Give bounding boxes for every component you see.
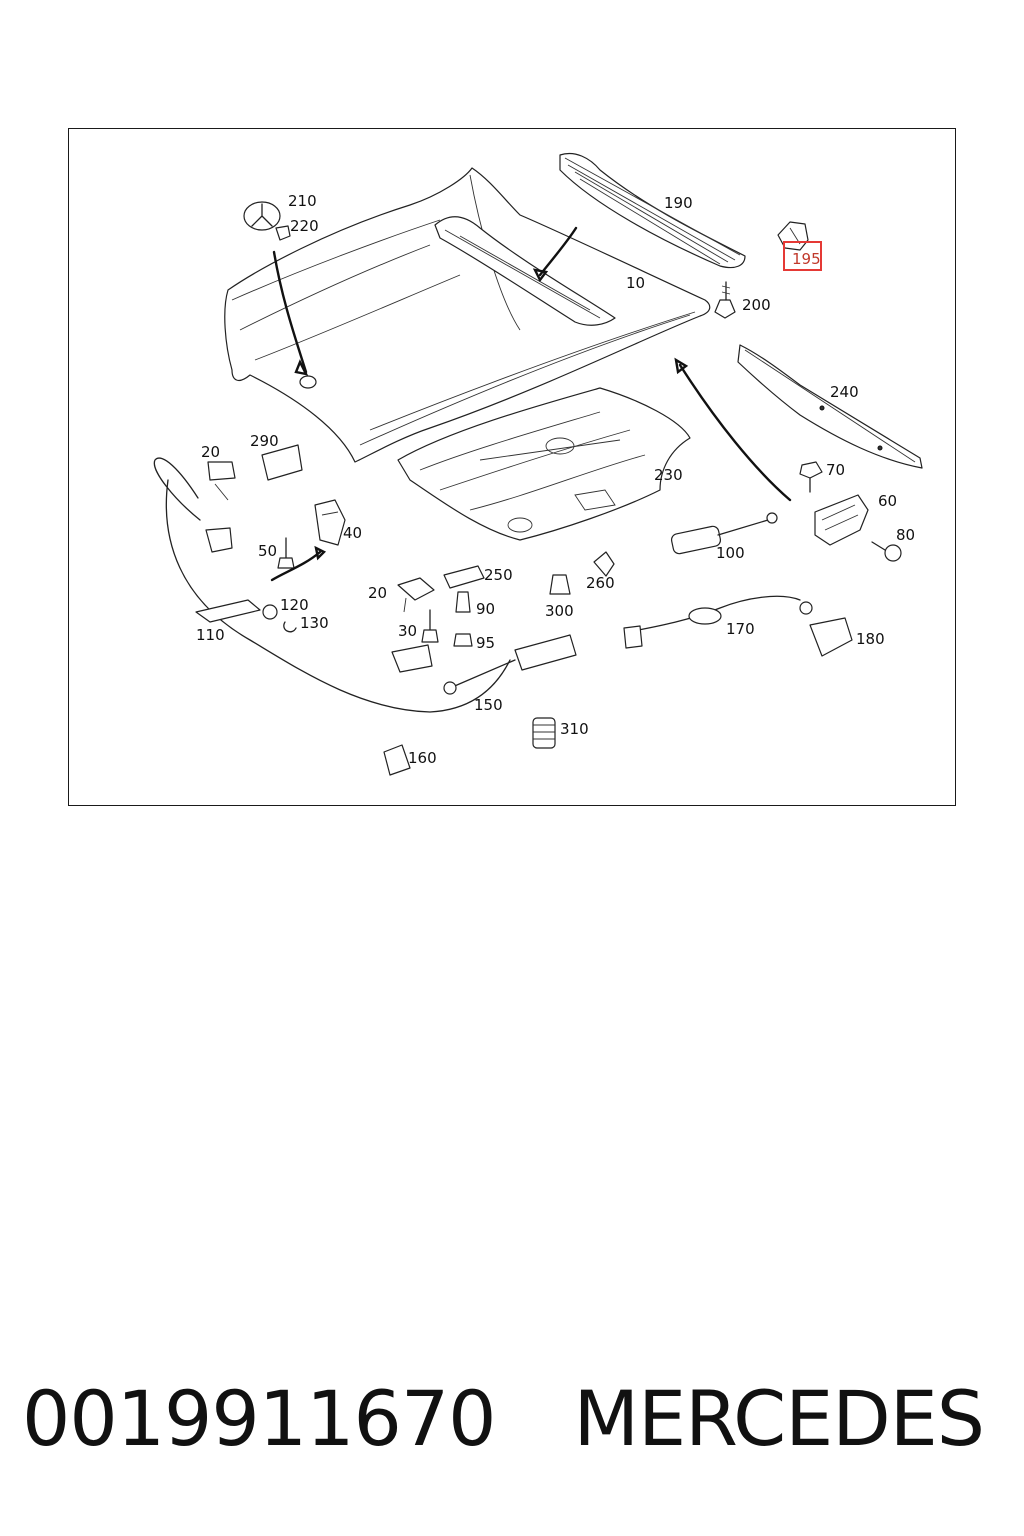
hood-hinge (814, 494, 869, 546)
latch-40 (314, 499, 346, 546)
callout-260: 260 (586, 574, 615, 592)
callout-290: 290 (250, 432, 279, 450)
callout-250: 250 (484, 566, 513, 584)
hood-panel (224, 167, 711, 463)
callout-20-upper: 20 (201, 443, 220, 461)
plate-250 (443, 565, 485, 589)
latch-lower-bracket (391, 644, 433, 673)
boot-310 (532, 717, 556, 749)
grommet-220 (275, 225, 291, 241)
callout-220: 220 (290, 217, 319, 235)
exploded-parts-diagram: 10 20 20 30 40 50 60 70 80 90 95 100 110… (153, 152, 923, 776)
callout-110: 110 (196, 626, 225, 644)
seal-strip (737, 344, 923, 469)
bolt-50 (277, 537, 295, 569)
air-intake-grille (559, 152, 746, 269)
callout-210: 210 (288, 192, 317, 210)
callout-150: 150 (474, 696, 503, 714)
callout-200: 200 (742, 296, 771, 314)
sensor-cable (623, 595, 813, 649)
clip-195 (777, 221, 809, 251)
callout-80: 80 (896, 526, 915, 544)
callout-60: 60 (878, 492, 897, 510)
callout-160: 160 (408, 749, 437, 767)
cable-handle (443, 634, 577, 695)
callout-130: 130 (300, 614, 329, 632)
callout-10: 10 (626, 274, 645, 292)
callout-95: 95 (476, 634, 495, 652)
part-number: 0019911670 (22, 1373, 497, 1463)
switch-180 (809, 617, 853, 657)
catch-20-upper (207, 461, 236, 501)
callout-195: 195 (792, 250, 821, 268)
bolt-30 (421, 609, 439, 643)
callout-90: 90 (476, 600, 495, 618)
callout-180: 180 (856, 630, 885, 648)
diagram-frame (68, 128, 956, 806)
clip-260 (593, 551, 615, 577)
bumper-90 (455, 591, 471, 613)
latch-lower-left (205, 527, 233, 553)
callout-300: 300 (545, 602, 574, 620)
caption: 0019911670 MERCEDES (22, 1368, 1012, 1468)
release-cable (153, 457, 511, 713)
callout-40: 40 (343, 524, 362, 542)
callout-310: 310 (560, 720, 589, 738)
brand-name: MERCEDES (573, 1373, 985, 1463)
hood-inner-panel (397, 387, 691, 541)
catch-20-lower (397, 577, 435, 613)
bracket-290 (261, 444, 303, 481)
nut-95 (453, 633, 473, 647)
highlight-box-195 (783, 241, 822, 271)
gas-strut (670, 512, 778, 555)
bolt-70 (799, 461, 823, 493)
callout-230: 230 (654, 466, 683, 484)
callout-190: 190 (664, 194, 693, 212)
callout-100: 100 (716, 544, 745, 562)
callout-70: 70 (826, 461, 845, 479)
screw-200 (714, 281, 736, 319)
callout-170: 170 (726, 620, 755, 638)
callout-240: 240 (830, 383, 859, 401)
callout-50: 50 (258, 542, 277, 560)
callout-30: 30 (398, 622, 417, 640)
bumper-300 (549, 574, 571, 595)
bolt-80 (871, 541, 902, 562)
callout-20-lower: 20 (368, 584, 387, 602)
clip-160 (383, 744, 411, 776)
assembly-arrows (270, 226, 792, 582)
callout-120: 120 (280, 596, 309, 614)
star-emblem (243, 201, 281, 231)
